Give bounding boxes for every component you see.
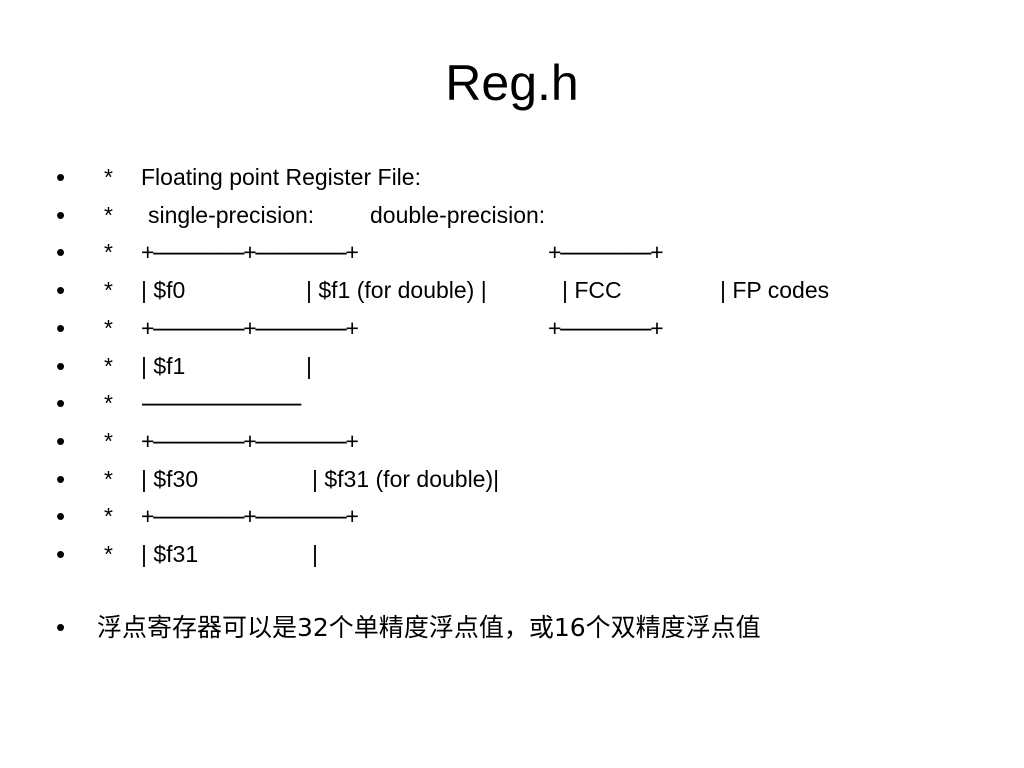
bullet-dot: • <box>56 313 66 343</box>
bullet-line: • * single-precision: double-precision: <box>0 196 1024 234</box>
line-text: | $f31 (for double)| <box>312 466 500 492</box>
bullet-dot: • <box>56 162 66 192</box>
bullet-line: • * Floating point Register File: <box>0 158 1024 196</box>
bullet-dot: • <box>56 388 66 418</box>
comment-star: * <box>104 466 113 492</box>
slide-title: Reg.h <box>445 55 579 111</box>
bullet-dot: • <box>56 501 66 531</box>
bullet-dot: • <box>56 200 66 230</box>
line-text: Floating point Register File: <box>141 164 421 190</box>
line-text: +-----------------+-----------------+ <box>141 428 359 454</box>
comment-star: * <box>104 239 113 265</box>
line-text: | $f30 <box>141 466 199 492</box>
bullet-dot: • <box>56 539 66 569</box>
comment-star: * <box>104 353 113 379</box>
note-line: • 浮点寄存器可以是32个单精度浮点值，或16个双精度浮点值 <box>0 608 1024 648</box>
line-text: | $f1 (for double) | <box>306 277 487 303</box>
line-text: single-precision: <box>148 202 315 228</box>
line-text: | $f1 <box>141 353 186 379</box>
line-text: double-precision: <box>370 202 546 228</box>
comment-star: * <box>104 202 113 228</box>
bullet-line: • * +-----------------+-----------------… <box>0 233 1024 271</box>
bullet-line: • * | $f0 | $f1 (for double) | | FCC | F… <box>0 271 1024 309</box>
bullet-line: • * -------------------------------- <box>0 384 1024 422</box>
bullet-line: • * | $f30 | $f31 (for double)| <box>0 460 1024 498</box>
line-text: | $f0 <box>141 277 186 303</box>
comment-star: * <box>104 503 113 529</box>
bullet-dot: • <box>56 351 66 381</box>
bullet-line: • * | $f1 | <box>0 347 1024 385</box>
comment-star: * <box>104 164 113 190</box>
bullet-dot: • <box>56 612 66 642</box>
bullet-dot: • <box>56 464 66 494</box>
line-text: -------------------------------- <box>141 390 302 416</box>
line-text: +-----------------+ <box>548 315 664 341</box>
line-text: | FP codes <box>720 277 830 303</box>
line-text: | $f31 <box>141 541 199 567</box>
line-text: | FCC <box>562 277 622 303</box>
comment-star: * <box>104 315 113 341</box>
comment-star: * <box>104 277 113 303</box>
bullet-line: • * | $f31 | <box>0 535 1024 573</box>
bullet-line: • * +-----------------+-----------------… <box>0 309 1024 347</box>
line-text: +-----------------+-----------------+ <box>141 239 359 265</box>
bullet-dot: • <box>56 426 66 456</box>
bullet-line: • * +-----------------+-----------------… <box>0 497 1024 535</box>
line-text: | <box>306 353 312 379</box>
line-text: | <box>312 541 318 567</box>
line-text: +-----------------+-----------------+ <box>141 315 359 341</box>
comment-star: * <box>104 390 113 416</box>
bullet-dot: • <box>56 237 66 267</box>
comment-star: * <box>104 541 113 567</box>
comment-star: * <box>104 428 113 454</box>
bullet-line: • * +-----------------+-----------------… <box>0 422 1024 460</box>
note-text: 浮点寄存器可以是32个单精度浮点值，或16个双精度浮点值 <box>97 613 761 642</box>
bullet-dot: • <box>56 275 66 305</box>
line-text: +-----------------+-----------------+ <box>141 503 359 529</box>
line-text: +-----------------+ <box>548 239 664 265</box>
